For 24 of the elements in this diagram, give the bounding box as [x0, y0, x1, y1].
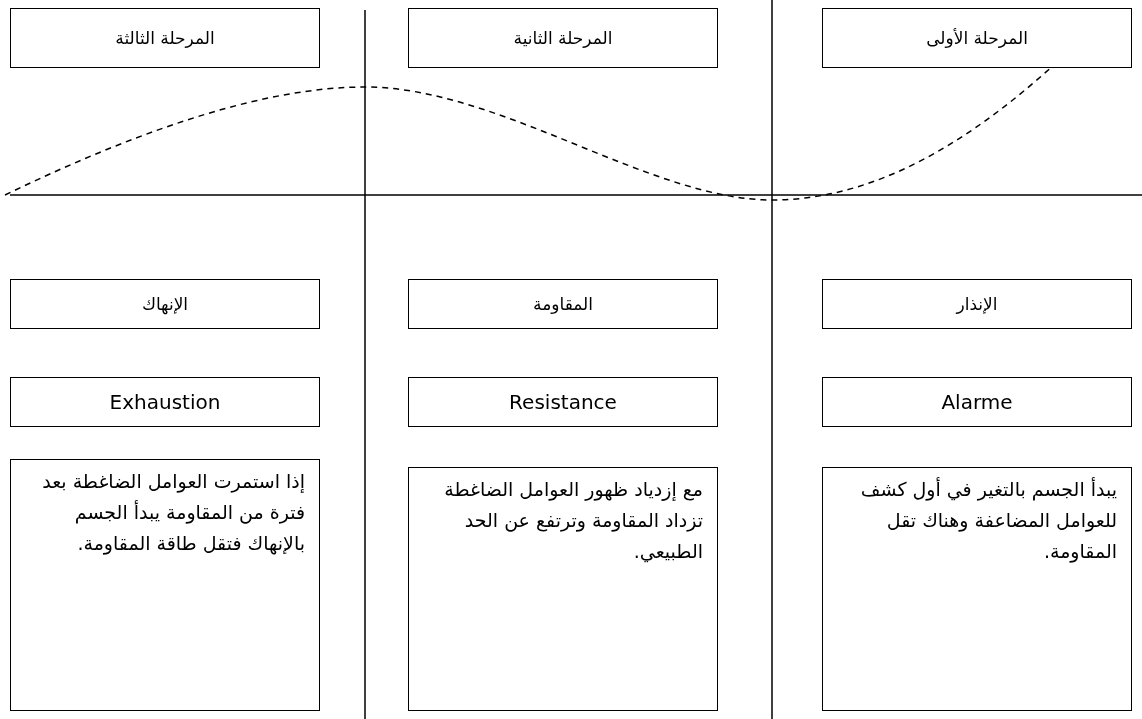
description-text: مع إزدياد ظهور العوامل الضاغطة تزداد المقاومة وترتفع عن الحد الطبيعي. — [443, 477, 703, 565]
box-label: المرحلة الثانية — [513, 28, 613, 48]
description-box — [408, 467, 718, 711]
description-text: يبدأ الجسم بالتغير في أول كشف للعوامل المضاعفة وهناك تقل المقاومة. — [859, 476, 1117, 565]
box-label: الإنذار — [956, 294, 998, 314]
phase-box — [408, 279, 718, 329]
phase-box — [10, 377, 320, 427]
description-text: إذا استمرت العوامل الضاغطة بعد فترة من المقاومة يبدأ الجسم بالإنهاك فتقل طاقة المقاومة. — [41, 469, 305, 557]
stage-box — [10, 8, 320, 68]
box-label: Alarme — [941, 390, 1013, 414]
description-box — [822, 467, 1132, 711]
box-label: Exhaustion — [109, 390, 221, 414]
phase-box — [408, 377, 718, 427]
stage-box — [408, 8, 718, 68]
box-label: المقاومة — [533, 294, 593, 314]
box-label: المرحلة الأولى — [926, 28, 1028, 48]
box-label: المرحلة الثالثة — [115, 28, 215, 48]
phase-box — [10, 279, 320, 329]
box-label: Resistance — [509, 390, 617, 414]
stage-box — [822, 8, 1132, 68]
phase-box — [822, 279, 1132, 329]
description-box — [10, 459, 320, 711]
phase-box — [822, 377, 1132, 427]
box-label: الإنهاك — [141, 294, 189, 314]
